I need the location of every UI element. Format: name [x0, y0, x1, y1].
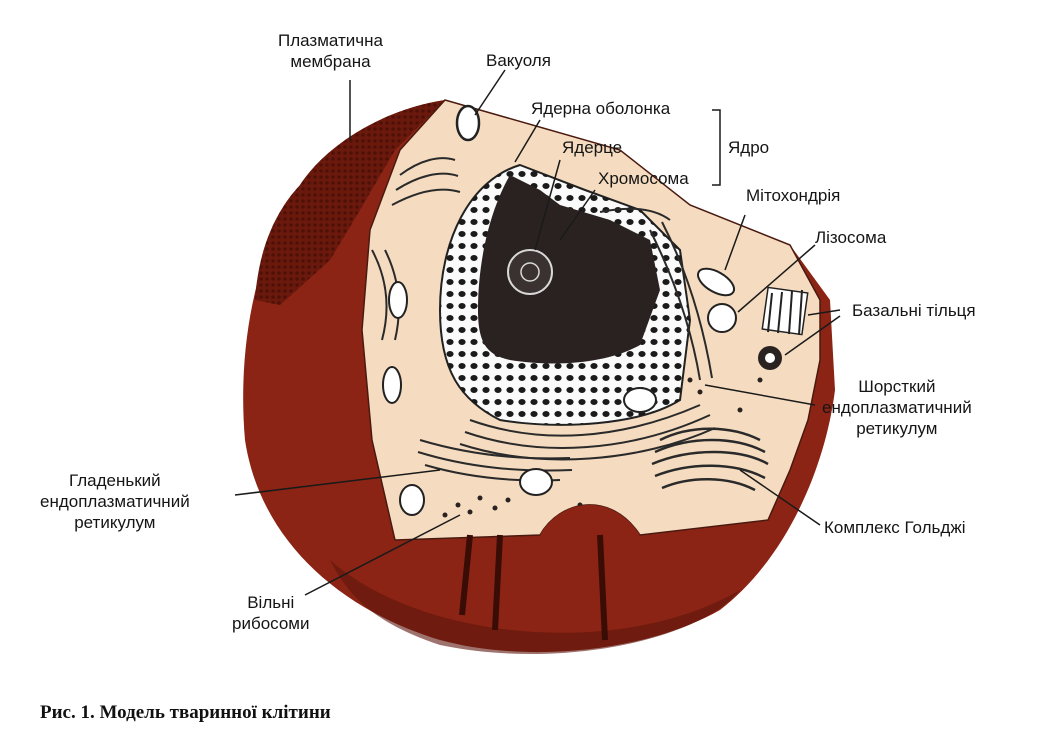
vacuole: [455, 104, 481, 142]
label-smooth-er: Гладенький ендоплазматичний ретикулум: [40, 471, 190, 532]
label-mitochondrion: Мітохондрія: [746, 186, 841, 205]
basal-bodies: [758, 286, 809, 370]
label-plasma-membrane: Плазматична мембрана: [278, 31, 383, 71]
nucleolus: [507, 249, 553, 295]
label-golgi-complex: Комплекс Гольджі: [824, 518, 966, 537]
golgi-complex: [651, 427, 769, 492]
chromatin: [478, 175, 660, 364]
label-nuclear-envelope: Ядерна оболонка: [531, 99, 671, 118]
label-basal-bodies: Базальні тільця: [852, 301, 976, 320]
rough-er: [459, 207, 716, 461]
label-vacuole: Вакуоля: [486, 51, 551, 70]
smooth-er: [371, 157, 573, 482]
mitochondria: [382, 267, 736, 516]
free-ribosomes: [442, 377, 763, 518]
label-rough-er: Шорсткий ендоплазматичний ретикулум: [822, 377, 972, 438]
label-free-ribosomes: Вільні рибосоми: [232, 593, 310, 633]
label-nucleolus: Ядерце: [562, 138, 623, 157]
nucleus: [438, 163, 692, 426]
membrane-folds: [459, 504, 640, 641]
leader-lines: [234, 69, 841, 596]
label-nucleus: Ядро: [728, 138, 770, 157]
lysosome: [707, 303, 737, 333]
label-chromosome: Хромосома: [598, 169, 689, 188]
figure-caption: Рис. 1. Модель тваринної клітини: [40, 702, 331, 723]
label-lysosome: Лізосома: [815, 228, 887, 247]
